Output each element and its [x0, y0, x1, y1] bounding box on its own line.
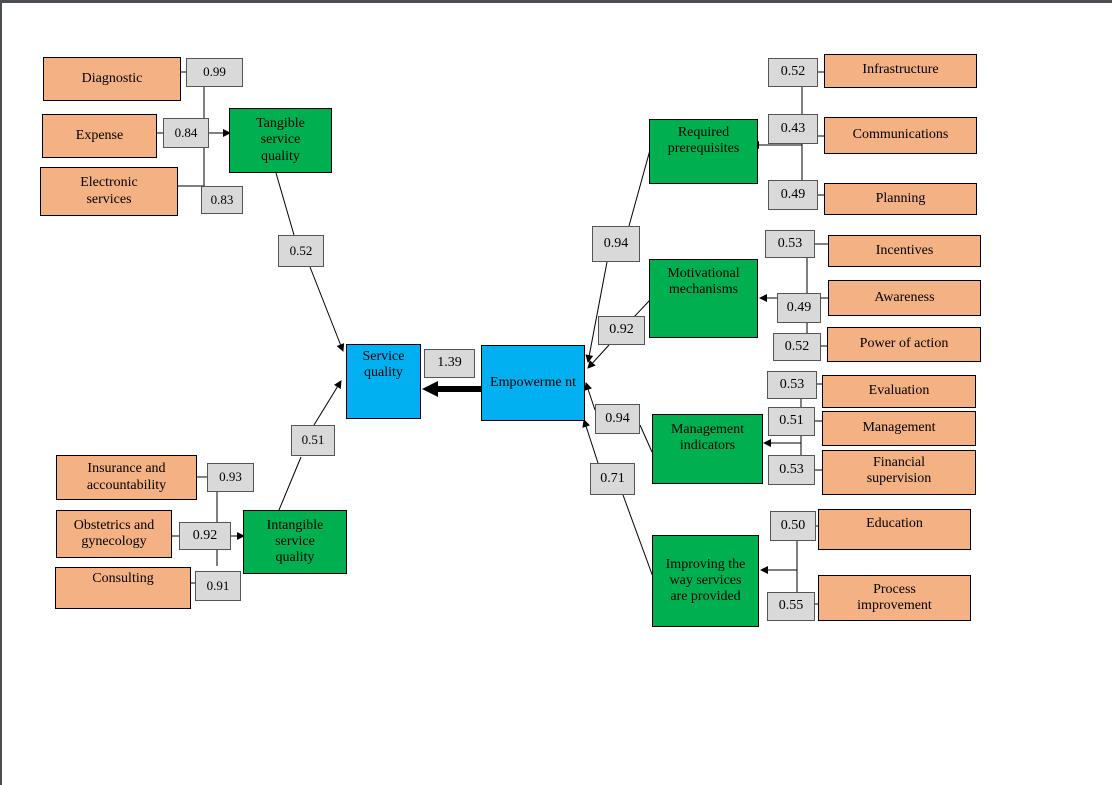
indicator-management: Management [822, 411, 976, 446]
loading-process-improvement: 0.55 [767, 592, 815, 621]
construct-service-quality: Service quality [346, 344, 421, 419]
indicator-awareness: Awareness [828, 280, 981, 316]
indicator-evaluation: Evaluation [822, 375, 976, 408]
main-arrowhead [422, 381, 438, 397]
improving-path-upper [582, 419, 599, 464]
loading-expense: 0.84 [163, 118, 209, 148]
indicator-planning: Planning [824, 183, 977, 215]
loading-insurance-accountability: 0.93 [207, 463, 254, 492]
loading-consulting: 0.91 [195, 571, 241, 601]
dimension-required-prerequisites: Required prerequisites [649, 119, 758, 184]
motivational-path-upper [633, 299, 651, 318]
indicator-education: Education [818, 509, 971, 550]
path-weight-intangible: 0.51 [291, 425, 335, 456]
prerequisites-path-upper [628, 149, 651, 227]
path-weight-management-indicators: 0.94 [595, 404, 640, 434]
indicator-financial-supervision: Financial supervision [822, 450, 976, 495]
indicator-electronic-services: Electronic services [40, 167, 178, 216]
indicator-communications: Communications [824, 117, 977, 154]
management-path-right [639, 424, 653, 453]
tangible-path-upper [275, 172, 295, 236]
loading-awareness: 0.49 [777, 293, 821, 323]
indicator-power-of-action: Power of action [827, 327, 981, 362]
path-weight-tangible: 0.52 [278, 235, 324, 267]
indicator-insurance-accountability: Insurance and accountability [56, 455, 197, 500]
intangible-path-upper [313, 380, 342, 426]
indicator-diagnostic: Diagnostic [43, 57, 181, 101]
dimension-tangible-service-quality: Tangible service quality [229, 108, 332, 173]
prerequisites-path-lower [585, 261, 608, 363]
window-left-border [0, 0, 2, 785]
indicator-consulting: Consulting [55, 567, 191, 609]
improving-path-lower [622, 494, 654, 578]
loading-management: 0.51 [768, 407, 815, 436]
loading-evaluation: 0.53 [767, 371, 817, 399]
loading-electronic-services: 0.83 [201, 186, 243, 214]
loading-obstetrics-gynecology: 0.92 [179, 522, 231, 550]
loading-planning: 0.49 [768, 180, 818, 210]
indicator-infrastructure: Infrastructure [824, 54, 977, 88]
dimension-management-indicators: Management indicators [652, 414, 763, 484]
path-weight-required-prerequisites: 0.94 [592, 226, 640, 262]
path-weight-improving-services: 0.71 [590, 463, 635, 495]
effect-weight-empowerment-service-quality: 1.39 [424, 349, 475, 378]
window-top-border [0, 0, 1112, 3]
loading-diagnostic: 0.99 [186, 58, 243, 87]
dimension-intangible-service-quality: Intangible service quality [243, 510, 347, 574]
management-path-left [584, 382, 596, 411]
loading-infrastructure: 0.52 [768, 58, 818, 87]
loading-financial-supervision: 0.53 [768, 455, 815, 485]
loading-education: 0.50 [770, 511, 816, 541]
loading-communications: 0.43 [768, 114, 818, 144]
loading-power-of-action: 0.52 [773, 333, 821, 361]
intangible-path-lower [278, 456, 302, 511]
path-weight-motivational-mechanisms: 0.92 [598, 316, 645, 345]
indicator-expense: Expense [42, 114, 157, 158]
dimension-improving-services: Improving the way services are provided [652, 535, 759, 627]
construct-empowerment: Empowerme nt [481, 345, 585, 421]
indicator-incentives: Incentives [828, 235, 981, 267]
motivational-path-lower [587, 344, 610, 369]
loading-incentives: 0.53 [765, 230, 815, 258]
indicator-obstetrics-gynecology: Obstetrics and gynecology [56, 510, 172, 558]
indicator-process-improvement: Process improvement [818, 575, 971, 621]
dimension-motivational-mechanisms: Motivational mechanisms [649, 259, 758, 338]
tangible-path-lower [309, 266, 345, 352]
